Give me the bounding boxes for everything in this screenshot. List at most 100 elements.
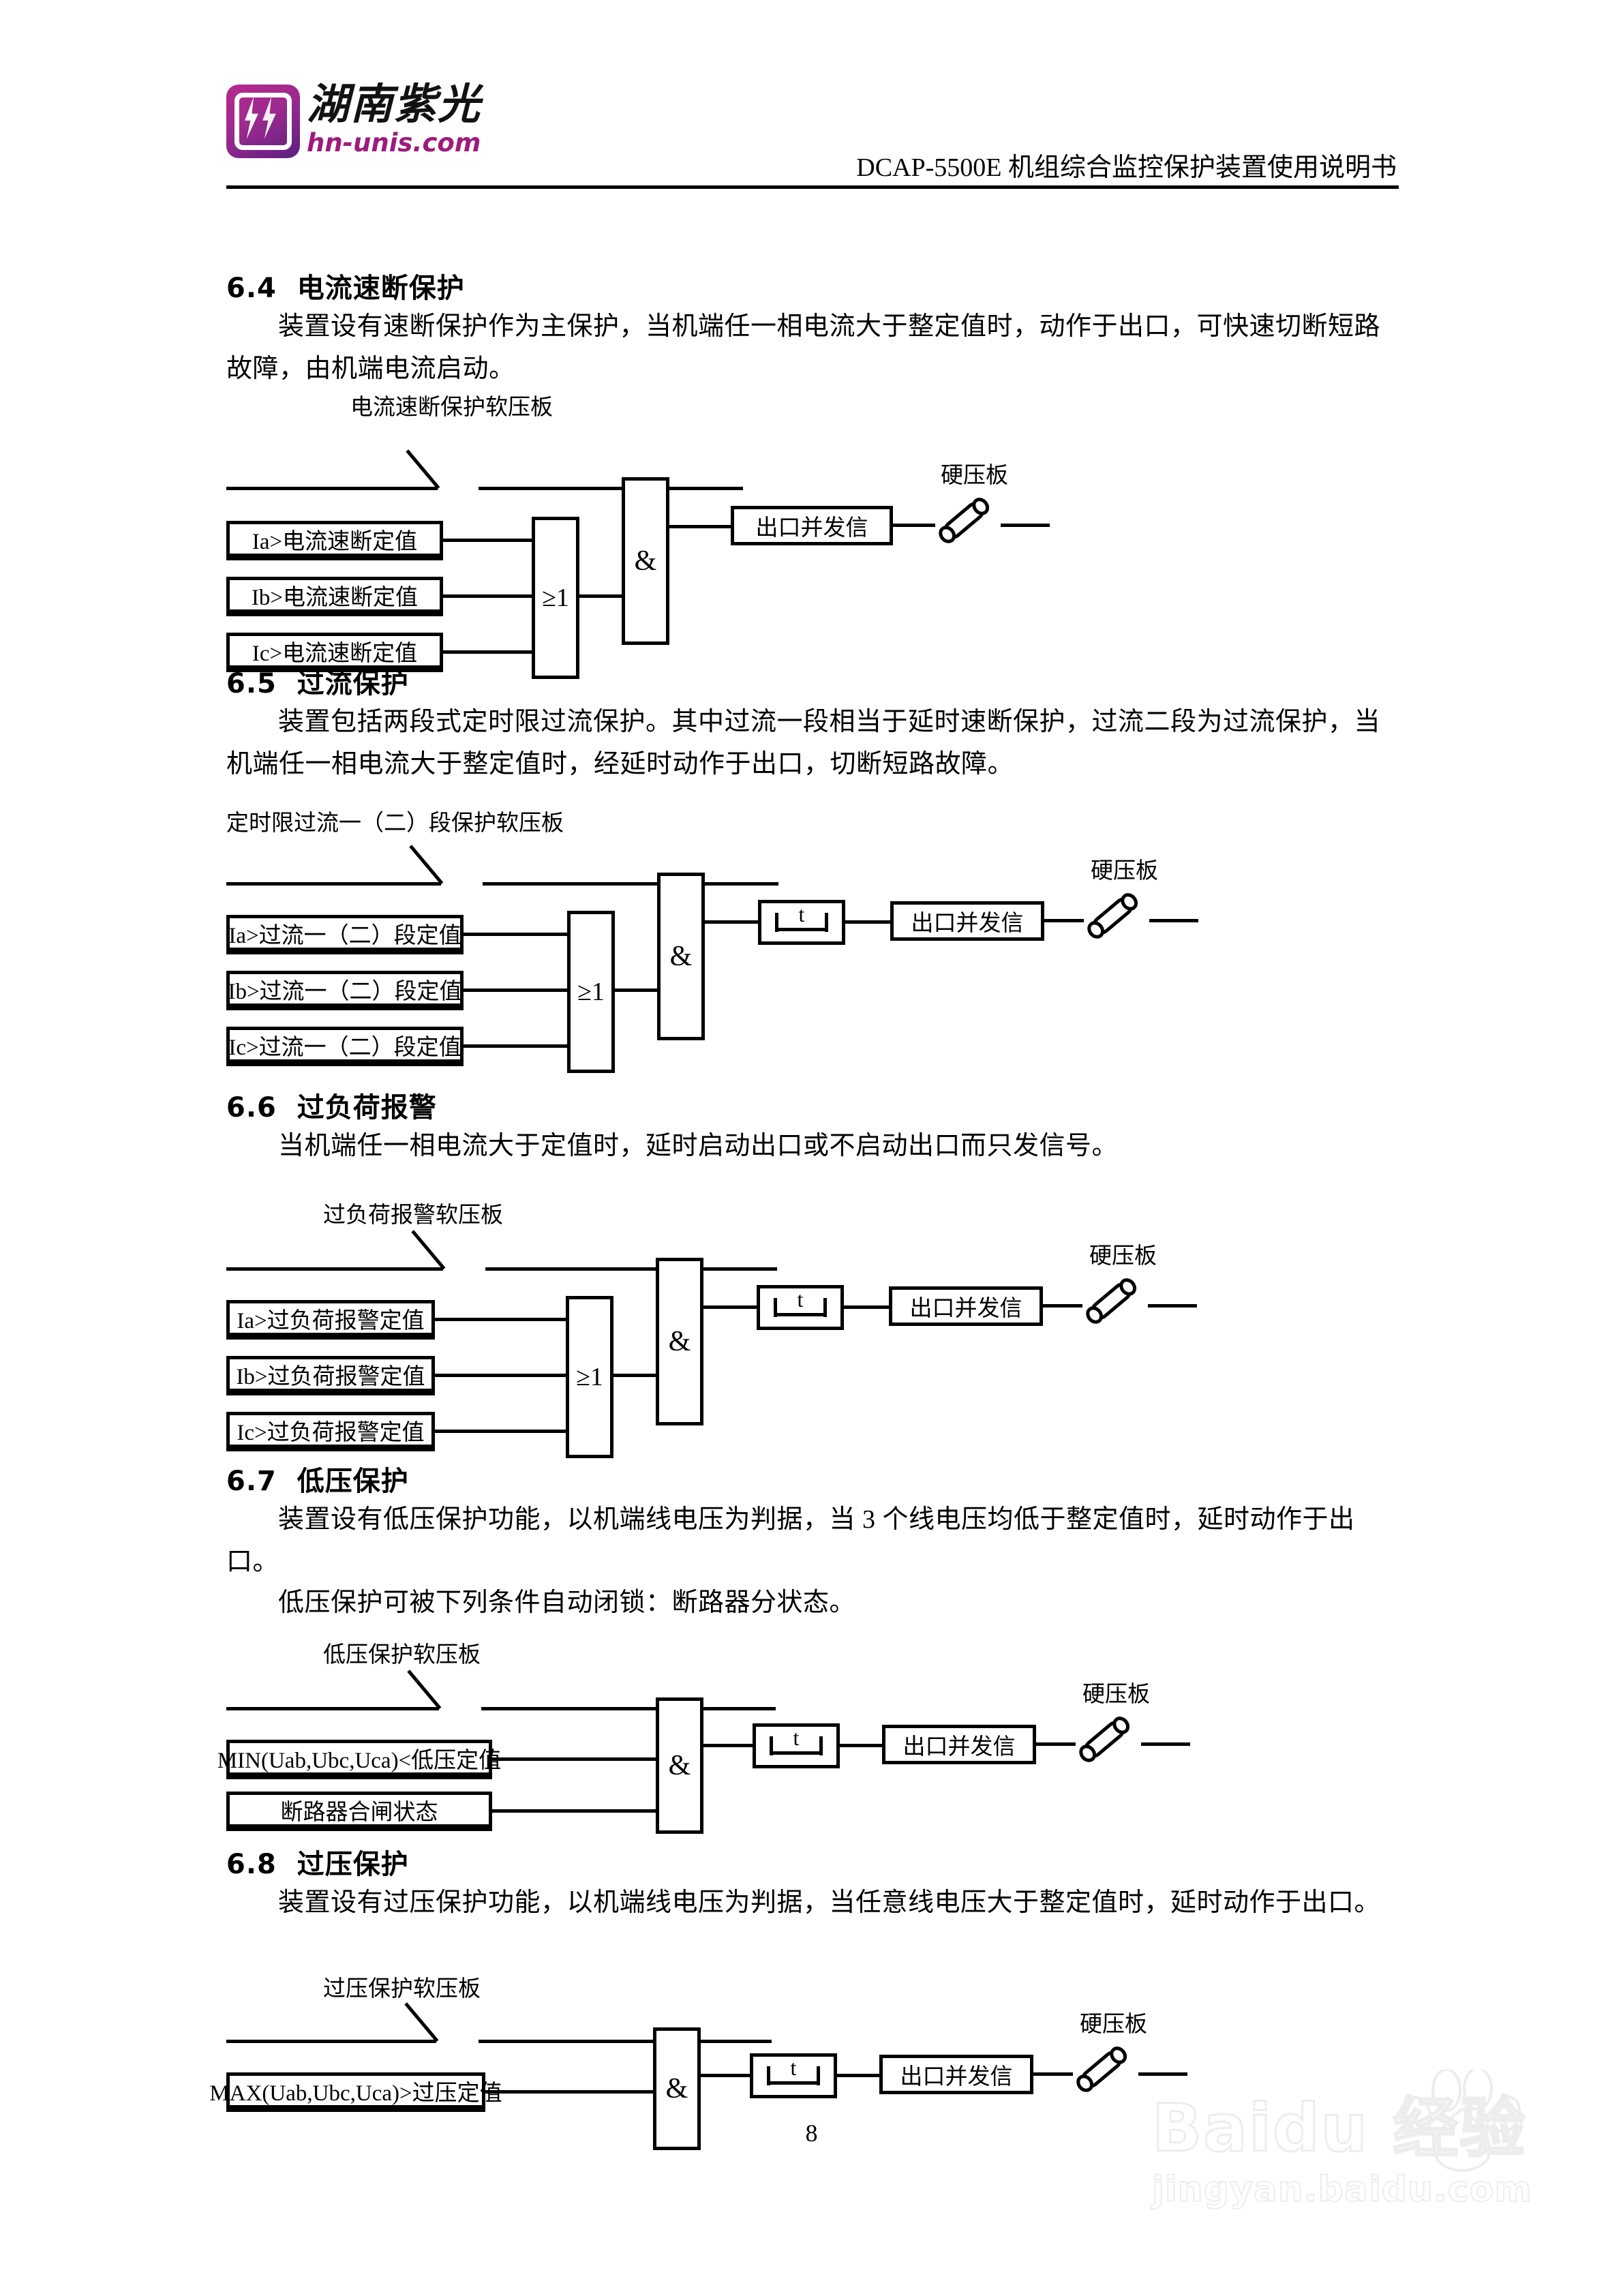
section-number-6-6: 6.6 (226, 1092, 277, 1123)
header-rule (226, 185, 1399, 189)
wire-ic-or-6-5 (464, 1044, 567, 1048)
hard-plate-label-6-8: 硬压板 (1080, 2012, 1147, 2037)
page-number: 8 (805, 2119, 818, 2147)
hard-plate-label-6-6: 硬压板 (1089, 1244, 1157, 1269)
wire-out-hardplate-6-4 (893, 524, 935, 527)
hard-plate-icon-6-4 (930, 479, 995, 544)
wire-ia-or-6-4 (443, 539, 532, 542)
wire-ib-or-6-4 (443, 594, 532, 598)
output-box-6-7: 出口并发信 (882, 1725, 1036, 1764)
wire-and-timer-6-7 (703, 1744, 753, 1747)
hard-plate-label-6-7: 硬压板 (1082, 1682, 1150, 1707)
hard-plate-icon-6-7 (1070, 1697, 1136, 1763)
section-heading-6-6: 6.6 过负荷报警 (226, 1085, 437, 1125)
soft-plate-line-right-6-6 (485, 1267, 777, 1271)
section-body-6-7: 装置设有低压保护功能，以机端线电压为判据，当 3 个线电压均低于整定值时，延时动… (226, 1505, 1355, 1576)
soft-plate-label-6-8: 过压保护软压板 (323, 1977, 481, 2002)
hard-plate-icon-6-5 (1078, 874, 1144, 939)
timer-block-6-6: t (757, 1285, 844, 1330)
input-box-ic-6-5: Ic>过流一（二）段定值 (226, 1027, 464, 1066)
wire-out-hardplate-6-6 (1043, 1304, 1082, 1308)
output-box-6-8: 出口并发信 (879, 2055, 1033, 2094)
or-gate-6-5: ≥1 (567, 911, 615, 1073)
section-number-6-8: 6.8 (226, 1849, 277, 1880)
section-heading-6-4: 6.4 电流速断保护 (226, 266, 465, 305)
or-gate-6-6: ≥1 (566, 1296, 613, 1458)
diagram-6-8: 过压保护软压板 MAX(Uab,Ubc,Uca)>过压定值 & t 出口并发信 … (209, 1970, 1412, 2150)
input-box-breaker-state-6-7: 断路器合闸状态 (226, 1792, 492, 1831)
soft-plate-line-left-6-5 (226, 882, 441, 886)
soft-plate-switch-icon-6-8 (404, 2002, 439, 2042)
timer-block-6-8: t (750, 2053, 837, 2098)
wire-and-timer-6-8 (701, 2074, 750, 2077)
or-gate-6-4: ≥1 (532, 517, 579, 679)
soft-plate-line-left-6-7 (226, 1707, 439, 1710)
soft-plate-label-6-5: 定时限过流一（二）段保护软压板 (226, 811, 564, 836)
wire-ib-or-6-6 (435, 1374, 566, 1377)
wire-out-hardplate-6-7 (1036, 1742, 1076, 1746)
section-body-6-4: 装置设有速断保护作为主保护，当机端任一相电流大于整定值时，动作于出口，可快速切断… (226, 312, 1381, 383)
company-logo: 湖南紫光 hn-unis.com (226, 80, 481, 162)
hard-plate-icon-6-8 (1067, 2027, 1133, 2093)
timer-block-6-7: t (753, 1723, 840, 1768)
hard-plate-label-6-4: 硬压板 (941, 464, 1008, 488)
wire-timer-out-6-8 (837, 2074, 879, 2077)
input-box-ib-6-5: Ib>过流一（二）段定值 (226, 971, 464, 1010)
and-gate-6-8: & (653, 2027, 701, 2150)
section-number-6-4: 6.4 (226, 273, 277, 304)
logo-company-name: 湖南紫光 (307, 79, 482, 129)
input-box-ib-6-4: Ib>电流速断定值 (226, 577, 443, 616)
soft-plate-line-left-6-4 (226, 487, 438, 490)
output-box-6-4: 出口并发信 (731, 506, 893, 545)
wire-hardplate-end-6-7 (1141, 1742, 1190, 1746)
section-body2-6-7: 低压保护可被下列条件自动闭锁：断路器分状态。 (278, 1588, 856, 1617)
input-box-ic-6-6: Ic>过负荷报警定值 (226, 1412, 435, 1451)
wire-max-and-6-8 (485, 2090, 682, 2094)
watermark-url: jingyan.baidu.com (1151, 2169, 1532, 2211)
section-heading-6-5: 6.5 过流保护 (226, 661, 409, 701)
diagram-6-5: 定时限过流一（二）段保护软压板 Ia>过流一（二）段定值 Ib>过流一（二）段定… (226, 804, 1412, 1073)
wire-ia-or-6-5 (464, 933, 567, 936)
wire-and-timer-6-6 (703, 1305, 757, 1309)
section-heading-6-7: 6.7 低压保护 (226, 1459, 409, 1498)
soft-plate-label-6-7: 低压保护软压板 (323, 1643, 481, 1667)
wire-hardplate-end-6-4 (1001, 524, 1050, 527)
diagram-6-7: 低压保护软压板 MIN(Uab,Ubc,Uca)<低压定值 断路器合闸状态 & … (217, 1636, 1412, 1834)
wire-hardplate-end-6-5 (1149, 919, 1198, 922)
wire-out-hardplate-6-8 (1033, 2072, 1073, 2076)
wire-or-and-6-4 (579, 594, 645, 598)
header-title: DCAP-5500E 机组综合监控保护装置使用说明书 (856, 153, 1397, 182)
wire-or-and-6-6 (613, 1374, 679, 1377)
section-title-6-8: 过压保护 (297, 1849, 409, 1880)
soft-plate-label-6-4: 电流速断保护软压板 (350, 395, 553, 420)
hard-plate-label-6-5: 硬压板 (1091, 859, 1158, 883)
section-title-6-6: 过负荷报警 (297, 1092, 437, 1123)
soft-plate-line-left-6-8 (226, 2040, 436, 2043)
logo-website: hn-unis.com (307, 128, 481, 157)
wire-hardplate-end-6-6 (1148, 1304, 1197, 1308)
section-body-6-6: 当机端任一相电流大于定值时，延时启动出口或不启动出口而只发信号。 (278, 1132, 1119, 1160)
section-heading-6-8: 6.8 过压保护 (226, 1842, 409, 1882)
soft-plate-line-right-6-8 (479, 2040, 772, 2043)
wire-and-timer-6-5 (705, 920, 758, 924)
wire-ic-or-6-4 (443, 650, 532, 654)
section-body-6-8: 装置设有过压保护功能，以机端线电压为判据，当任意线电压大于整定值时，延时动作于出… (278, 1888, 1381, 1917)
section-title-6-4: 电流速断保护 (297, 273, 465, 304)
soft-plate-line-right-6-7 (481, 1707, 776, 1710)
section-number-6-5: 6.5 (226, 668, 277, 699)
wire-and-out-6-4 (669, 525, 731, 528)
input-box-ib-6-6: Ib>过负荷报警定值 (226, 1356, 435, 1395)
wire-ic-or-6-6 (435, 1430, 566, 1433)
soft-plate-line-right-6-4 (479, 487, 743, 490)
hard-plate-icon-6-6 (1077, 1259, 1142, 1325)
wire-hardplate-end-6-8 (1138, 2072, 1187, 2076)
logo-bolt-icon (226, 85, 300, 158)
wire-ib-or-6-5 (464, 988, 567, 992)
soft-plate-switch-icon-6-6 (411, 1230, 446, 1270)
input-box-ic-6-4: Ic>电流速断定值 (226, 633, 443, 672)
output-box-6-5: 出口并发信 (890, 901, 1044, 941)
soft-plate-line-left-6-6 (226, 1267, 443, 1271)
soft-plate-switch-icon-6-5 (409, 845, 444, 885)
input-box-max-voltage-6-8: MAX(Uab,Ubc,Uca)>过压定值 (209, 2072, 502, 2112)
